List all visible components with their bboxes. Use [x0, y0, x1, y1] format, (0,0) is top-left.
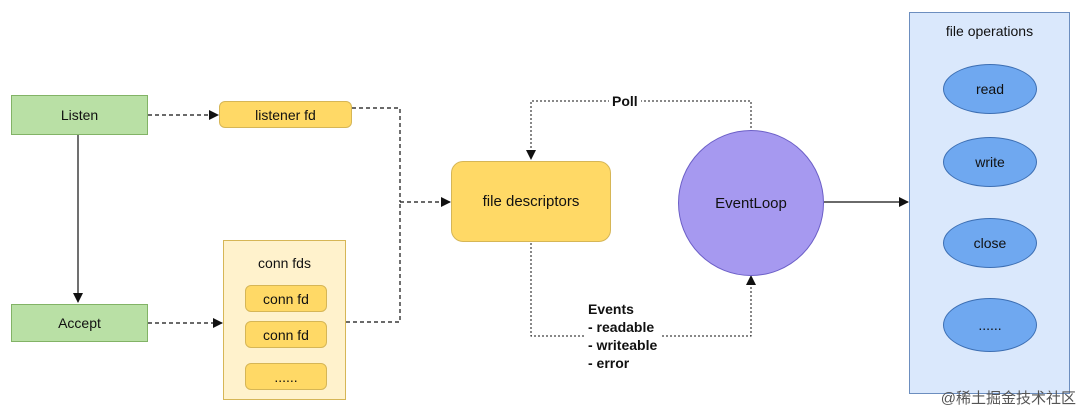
edge-poll	[526, 100, 752, 160]
conn-fd-label-1: conn fd	[263, 290, 309, 307]
eventloop-label: EventLoop	[715, 194, 787, 212]
listener-fd-node: listener fd	[219, 101, 352, 128]
edge-conn-fds-to-junction	[346, 202, 401, 323]
event-readable: - readable	[588, 319, 655, 335]
watermark: @稀土掘金技术社区	[940, 390, 1076, 407]
listen-label: Listen	[60, 107, 99, 123]
op-write-label: write	[975, 154, 1005, 170]
listen-node: Listen	[11, 95, 148, 135]
op-more-node: ......	[943, 298, 1037, 352]
conn-fds-panel: conn fds conn fd conn fd ......	[223, 240, 346, 400]
conn-fd-more-label: ......	[274, 368, 298, 385]
op-more-label: ......	[978, 317, 1002, 333]
op-read-node: read	[943, 64, 1037, 114]
poll-label: Poll	[609, 92, 641, 110]
accept-label: Accept	[58, 315, 101, 331]
op-close-node: close	[943, 218, 1037, 268]
listener-fd-label: listener fd	[255, 106, 316, 123]
conn-fds-title: conn fds	[258, 255, 311, 271]
file-descriptors-label: file descriptors	[482, 193, 580, 210]
conn-fd-node-more: ......	[245, 363, 327, 390]
op-read-label: read	[975, 81, 1005, 97]
accept-node: Accept	[11, 304, 148, 342]
file-operations-title: file operations	[945, 23, 1034, 39]
file-descriptors-node: file descriptors	[451, 161, 611, 242]
event-error: - error	[588, 355, 630, 371]
event-writeable: - writeable	[588, 337, 658, 353]
events-label-block: Events - readable - writeable - error	[585, 300, 661, 372]
conn-fd-label-2: conn fd	[263, 326, 309, 343]
eventloop-node: EventLoop	[678, 130, 824, 276]
edge-listener-fd-to-junction	[352, 107, 401, 202]
file-operations-panel: file operations read write close ......	[909, 12, 1070, 394]
conn-fd-node-1: conn fd	[245, 285, 327, 312]
conn-fd-node-2: conn fd	[245, 321, 327, 348]
op-close-label: close	[973, 235, 1007, 251]
op-write-node: write	[943, 137, 1037, 187]
events-title: Events	[588, 301, 634, 317]
